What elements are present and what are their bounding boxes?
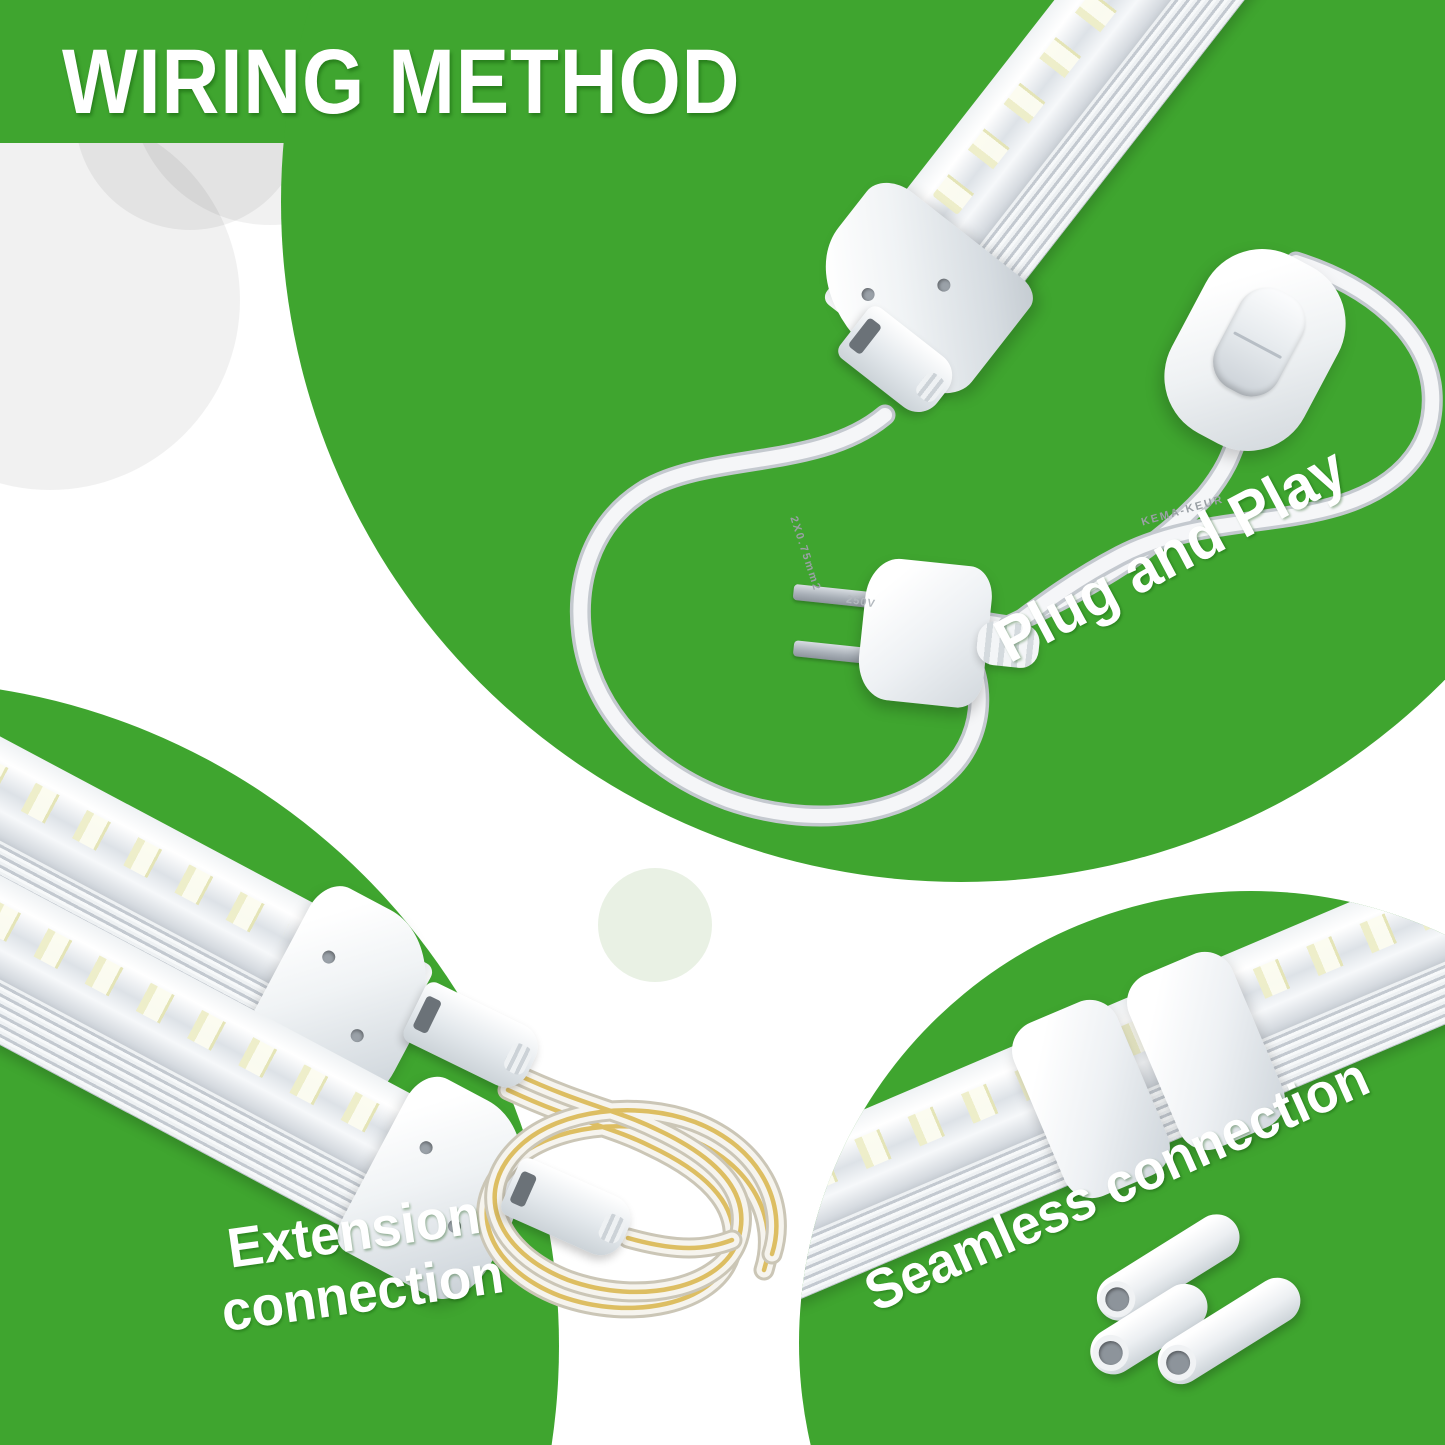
cap-screw: [417, 1138, 435, 1157]
cap-screw: [934, 276, 954, 295]
page-title: WIRING METHOD: [62, 31, 741, 133]
decor-pale-green-circle: [598, 868, 712, 982]
rocker-button-icon: [1202, 277, 1316, 408]
cap-screw: [348, 1026, 366, 1045]
cap-screw: [858, 285, 878, 304]
cap-screw: [319, 948, 338, 966]
plug-body: [854, 555, 995, 711]
